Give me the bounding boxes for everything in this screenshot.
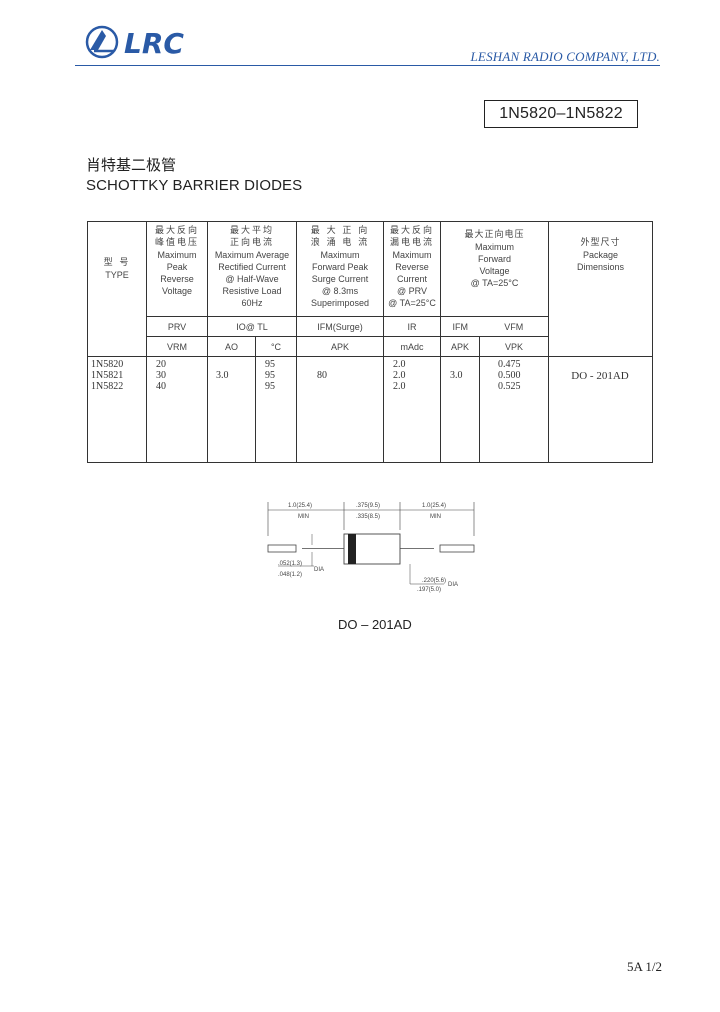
- data-ifm: 3.0: [440, 356, 480, 463]
- sym-vfm: VFM: [479, 316, 550, 337]
- dim-lead-right: 1.0(25.4): [422, 503, 446, 509]
- logo-text: LRC: [124, 27, 184, 60]
- company-name: LESHAN RADIO COMPANY, LTD.: [470, 49, 660, 64]
- data-tl: 95 95 95: [255, 356, 297, 463]
- package-drawing: 1.0(25.4) MIN .375(9.5) .335(8.5) 1.0(25…: [262, 496, 482, 596]
- data-prv: 20 30 40: [146, 356, 208, 463]
- dim-body-dia-label: DIA: [448, 582, 458, 588]
- sym-prv: PRV: [146, 316, 208, 337]
- dim-lead-left: 1.0(25.4): [288, 503, 312, 509]
- header-divider: [75, 65, 660, 66]
- part-number: 1N5820–1N5822: [484, 100, 638, 128]
- header-type: 型 号 TYPE: [87, 221, 147, 317]
- unit-degc: °C: [255, 336, 297, 357]
- unit-apk2: APK: [440, 336, 480, 357]
- sym-ir: IR: [383, 316, 441, 337]
- title-english: SCHOTTKY BARRIER DIODES: [86, 177, 303, 194]
- header-surge-current: 最 大 正 向 浪 涌 电 流 Maximum Forward Peak Sur…: [296, 221, 384, 317]
- unit-vpk: VPK: [478, 336, 550, 357]
- header-forward-voltage: 最大正向电压 Maximum Forward Voltage @ TA=25°C: [439, 221, 550, 317]
- dim-body-a: .375(9.5): [356, 503, 380, 509]
- page-number: 5A 1/2: [626, 959, 662, 974]
- dim-lead-dia-b: .048(1.2): [278, 572, 302, 578]
- unit-madc: mAdc: [383, 336, 441, 357]
- unit-apk: APK: [296, 336, 384, 357]
- data-package: DO - 201AD: [548, 356, 654, 463]
- unit-vrm: VRM: [146, 336, 208, 357]
- company-logo: LRC: [84, 22, 214, 62]
- dim-min-left: MIN: [298, 514, 309, 520]
- dim-body-dia-b: .197(5.0): [417, 587, 441, 593]
- data-types: 1N5820 1N5821 1N5822: [87, 356, 147, 463]
- dim-body-b: .335(8.5): [356, 514, 380, 520]
- dim-min-right: MIN: [430, 514, 441, 520]
- sym-type-blank: [87, 316, 147, 337]
- data-ir: 2.0 2.0 2.0: [383, 356, 441, 463]
- package-label: DO – 201AD: [338, 617, 412, 632]
- unit-pkg-blank: [548, 336, 654, 357]
- data-vfm: 0.475 0.500 0.525: [478, 356, 550, 463]
- sym-ifm: IFM: [440, 316, 480, 337]
- sym-ifsm: IFM(Surge): [296, 316, 384, 337]
- dim-lead-dia-a: .052(1.3): [278, 561, 302, 567]
- title-chinese: 肖特基二极管: [86, 156, 177, 174]
- dim-lead-dia-label: DIA: [314, 567, 324, 573]
- data-io: 3.0: [207, 356, 256, 463]
- spec-table: 型 号 TYPE 最大反向 峰值电压 Maximum Peak Reverse …: [87, 221, 654, 463]
- dim-body-dia-a: .220(5.6): [422, 578, 446, 584]
- unit-type-blank: [87, 336, 147, 357]
- header-prv: 最大反向 峰值电压 Maximum Peak Reverse Voltage: [146, 221, 208, 317]
- data-ifsm: 80: [296, 356, 384, 463]
- header-reverse-current: 最大反向 漏电电流 Maximum Reverse Current @ PRV …: [383, 221, 441, 317]
- header-package: 外型尺寸 Package Dimensions: [548, 221, 654, 317]
- sym-io: IO@ TL: [207, 316, 297, 337]
- sym-pkg-blank: [548, 316, 654, 337]
- unit-ao: AO: [207, 336, 256, 357]
- header-avg-current: 最大平均 正向电流 Maximum Average Rectified Curr…: [207, 221, 297, 317]
